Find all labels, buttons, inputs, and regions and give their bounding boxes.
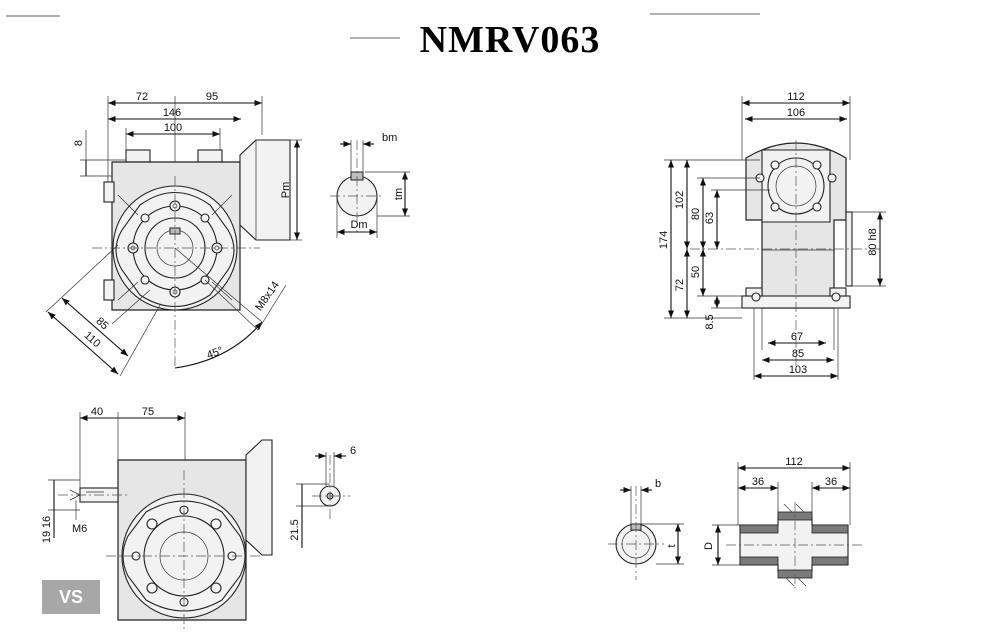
shaft-36a: 36 xyxy=(752,476,764,488)
side-view: 112 106 174 102 80 xyxy=(658,91,886,380)
dim-80: 80 xyxy=(690,208,702,220)
dim-75: 75 xyxy=(142,406,154,418)
dim-8: 8 xyxy=(73,140,85,146)
dim-146: 146 xyxy=(163,107,181,119)
dim-106: 106 xyxy=(787,107,805,119)
dim-16: 16 xyxy=(41,516,53,528)
shaft-d: D xyxy=(703,542,715,550)
dim-102: 102 xyxy=(674,191,686,209)
vs-badge-label: VS xyxy=(58,587,83,607)
dim-112: 112 xyxy=(787,91,805,103)
dim-174: 174 xyxy=(658,231,670,249)
input-view: 40 75 19 16 M6 xyxy=(41,406,356,630)
shaft-112: 112 xyxy=(785,456,803,468)
dim-50: 50 xyxy=(690,266,702,278)
key-detail-top: bm tm Dm xyxy=(330,132,410,238)
drawing-title: NMRV063 xyxy=(420,19,601,61)
dim-103: 103 xyxy=(789,364,807,376)
dim-100: 100 xyxy=(164,122,182,134)
shaft-t: t xyxy=(666,544,678,547)
dim-pm: Pm xyxy=(280,182,292,199)
dim-45: 45° xyxy=(205,345,225,362)
dim-40: 40 xyxy=(91,406,103,418)
dim-72: 72 xyxy=(136,91,148,103)
key-dm: Dm xyxy=(350,219,367,231)
dim-6: 6 xyxy=(350,445,356,457)
dim-85h: 85 xyxy=(792,348,804,360)
shaft-b: b xyxy=(655,478,661,490)
shaft-detail: b t 112 36 36 D xyxy=(608,456,862,588)
dim-110: 110 xyxy=(81,329,102,350)
dim-80h8: 80 h8 xyxy=(867,228,879,256)
dim-m8x14: M8x14 xyxy=(253,279,282,313)
dim-8-5: 8.5 xyxy=(704,314,716,329)
dim-19: 19 xyxy=(41,531,53,543)
front-view: 72 95 146 100 8 xyxy=(45,91,302,377)
dim-85: 85 xyxy=(93,315,110,332)
key-tm: tm xyxy=(393,188,405,200)
dim-63: 63 xyxy=(704,212,716,224)
dim-67: 67 xyxy=(791,331,803,343)
dim-72v: 72 xyxy=(674,279,686,291)
vs-badge: VS xyxy=(42,580,100,614)
dim-21-5: 21.5 xyxy=(289,519,301,540)
key-bm: bm xyxy=(382,132,397,144)
dim-m6: M6 xyxy=(72,523,87,535)
dim-95: 95 xyxy=(206,91,218,103)
shaft-36b: 36 xyxy=(825,476,837,488)
